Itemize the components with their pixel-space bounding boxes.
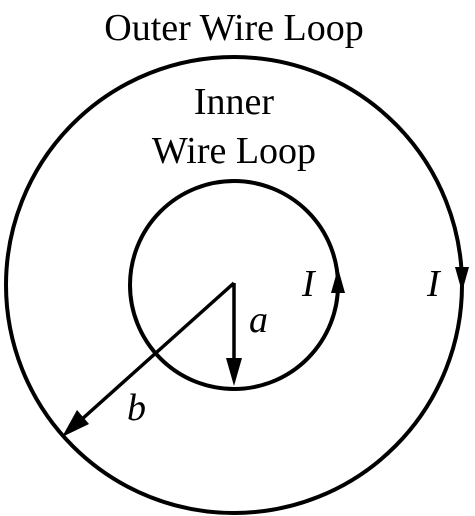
outer-loop-label: Outer Wire Loop xyxy=(104,7,363,49)
outer-current-label: I xyxy=(426,263,442,305)
outer-radius-line xyxy=(79,281,236,422)
inner-radius-arrowhead-icon xyxy=(226,358,242,386)
inner-loop-label-line1: Inner xyxy=(194,81,275,123)
inner-current-arrow-icon xyxy=(331,268,345,293)
outer-radius-arrowhead-icon xyxy=(62,410,89,437)
outer-radius-label: b xyxy=(127,387,146,429)
inner-radius-label: a xyxy=(249,299,268,341)
inner-loop-label-line2: Wire Loop xyxy=(152,130,316,172)
inner-current-label: I xyxy=(301,263,317,305)
outer-current-arrow-icon xyxy=(455,267,469,292)
